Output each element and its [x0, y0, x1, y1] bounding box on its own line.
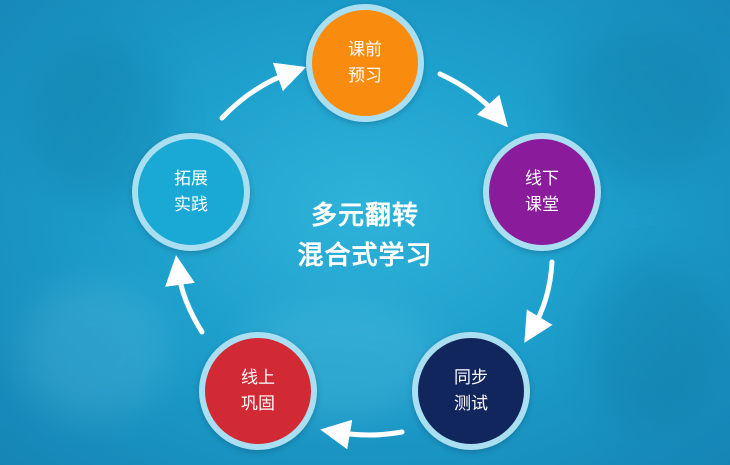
node-online-consolidation: 线上 巩固: [199, 332, 317, 450]
arrow-5-to-1: [219, 62, 307, 121]
node-pre-class-preview: 课前 预习: [306, 4, 424, 122]
node-label-line2: 巩固: [241, 394, 275, 414]
center-title-line1: 多元翻转: [310, 201, 419, 231]
arrow-3-to-4: [320, 419, 405, 450]
node-sync-test: 同步 测试: [412, 332, 530, 450]
arrow-1-to-2: [437, 71, 508, 128]
node-extended-practice: 拓展 实践: [132, 133, 250, 251]
node-label-line2: 实践: [174, 195, 208, 215]
node-offline-classroom: 线下 课堂: [483, 133, 601, 251]
node-label-line1: 课前: [348, 40, 382, 60]
arrow-4-to-5: [165, 255, 205, 335]
center-title: 多元翻转 混合式学习: [280, 196, 450, 276]
node-label-line2: 测试: [454, 394, 488, 414]
node-label-line2: 课堂: [525, 195, 559, 215]
node-label-line1: 线上: [241, 368, 275, 388]
node-label-line1: 同步: [454, 368, 488, 388]
node-label-line1: 线下: [525, 169, 559, 189]
node-label-line1: 拓展: [174, 169, 208, 189]
arrow-2-to-3: [524, 259, 555, 343]
node-label-line2: 预习: [348, 66, 382, 86]
center-title-line2: 混合式学习: [297, 241, 433, 271]
